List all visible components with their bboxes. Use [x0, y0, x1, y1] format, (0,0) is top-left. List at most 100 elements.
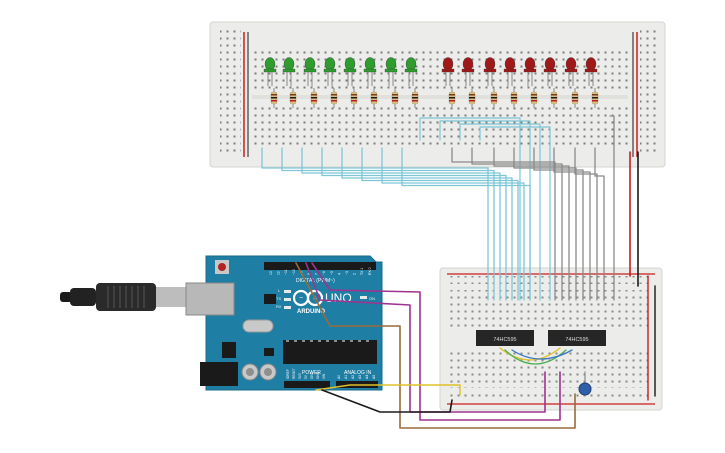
digital-pin-label: 2	[353, 273, 357, 275]
usb-cable-strain-relief	[70, 288, 96, 306]
resistor	[310, 88, 318, 108]
analog-pin-label: A5	[372, 375, 376, 379]
led-green	[323, 57, 337, 86]
led-red	[584, 57, 598, 86]
resistor	[490, 88, 498, 108]
digital-pin-label: ~10	[292, 269, 296, 275]
led-red	[441, 57, 455, 86]
microcontroller-chip	[283, 340, 377, 364]
analog-pin-label: A4	[365, 375, 369, 379]
led-row	[263, 57, 599, 108]
power-jack	[200, 362, 238, 386]
digital-pin-label: ~11	[284, 269, 288, 275]
led-green	[282, 57, 296, 86]
resistor	[530, 88, 538, 108]
gray-wire	[471, 147, 563, 301]
led-green	[363, 57, 377, 86]
usb-port	[185, 282, 235, 316]
resistor	[391, 88, 399, 108]
resistor	[411, 88, 419, 108]
brand-label: ARDUINO	[297, 309, 325, 315]
latch-wire	[305, 262, 546, 413]
model-label: UNO	[325, 291, 352, 305]
digital-pin-label: ~6	[322, 271, 326, 275]
digital-pin-label: ~5	[330, 271, 334, 275]
digital-pin-label: ~3	[345, 271, 349, 275]
cyan-wire	[479, 126, 551, 301]
digital-pin-label: 4	[337, 273, 341, 275]
gray-wire	[493, 147, 570, 301]
power-label: POWER	[302, 370, 321, 376]
led-red	[543, 57, 557, 86]
resistor	[330, 88, 338, 108]
resistor	[591, 88, 599, 108]
digital-pin-label: TX 1	[360, 268, 364, 275]
resistor	[468, 88, 476, 108]
led-red	[564, 57, 578, 86]
l-label: L	[278, 288, 281, 293]
wires	[261, 115, 656, 429]
resistor	[571, 88, 579, 108]
cyan-wire	[459, 123, 541, 301]
analog-pin-label: A1	[344, 375, 348, 379]
rx-label: RX	[276, 304, 282, 309]
jumper-wire	[511, 349, 573, 360]
on-label: ON	[369, 296, 375, 301]
led-green	[343, 57, 357, 86]
power-pin-label: VIN	[322, 373, 326, 379]
digital-pin-label: 7	[315, 273, 319, 275]
power-pin-label: GND	[316, 371, 320, 379]
analog-pin-label: A0	[337, 375, 341, 379]
digital-header-label: DIGITAL (PWM~)	[296, 278, 335, 284]
digital-pin-label: RX 0	[368, 267, 372, 275]
cyan-wire	[321, 147, 507, 301]
digital-pin-label: 12	[277, 271, 281, 275]
cyan-wire	[261, 147, 489, 301]
resistor	[270, 88, 278, 108]
gray-wire	[451, 147, 556, 301]
svg-text:−: −	[299, 295, 303, 302]
shift-register-chip-1: 74HC595	[476, 330, 534, 346]
jumper-wire	[504, 349, 567, 365]
gray-wire	[594, 147, 605, 301]
push-button[interactable]	[578, 382, 592, 396]
cyan-wire	[419, 117, 521, 301]
cyan-wire	[301, 147, 501, 301]
resistor	[448, 88, 456, 108]
resistor	[510, 88, 518, 108]
data-wire	[311, 262, 561, 421]
power-pin-label: GND	[310, 371, 314, 379]
analog-label: ANALOG IN	[344, 370, 372, 376]
cyan-wire	[439, 120, 531, 301]
led-red	[503, 57, 517, 86]
chip-label: 74HC595	[493, 337, 516, 343]
power-pin-label: 3V3	[298, 373, 302, 379]
digital-pin-label: 8	[307, 273, 311, 275]
led-red	[483, 57, 497, 86]
led-red	[523, 57, 537, 86]
digital-header	[264, 262, 376, 270]
resistor	[370, 88, 378, 108]
analog-pin-label: A3	[358, 375, 362, 379]
gray-wire	[513, 147, 577, 301]
digital-pin-label: 13	[269, 271, 273, 275]
gray-wire	[574, 147, 598, 301]
shift-register-chip-2: 74HC595	[548, 330, 606, 346]
power-header	[284, 381, 330, 388]
led-green	[404, 57, 418, 86]
cyan-wire	[281, 147, 495, 301]
cyan-wire	[381, 147, 525, 301]
usb-plug-metal	[156, 287, 186, 307]
power-wire	[315, 384, 461, 396]
analog-pin-label: A2	[351, 375, 355, 379]
cyan-wire	[361, 147, 519, 301]
led-green	[263, 57, 277, 86]
power-pin-label: RESET	[292, 368, 296, 379]
led-green	[303, 57, 317, 86]
cyan-wire	[341, 147, 513, 301]
led-red	[461, 57, 475, 86]
gray-wire	[609, 115, 615, 301]
power-pin-label: IOREF	[286, 369, 290, 379]
